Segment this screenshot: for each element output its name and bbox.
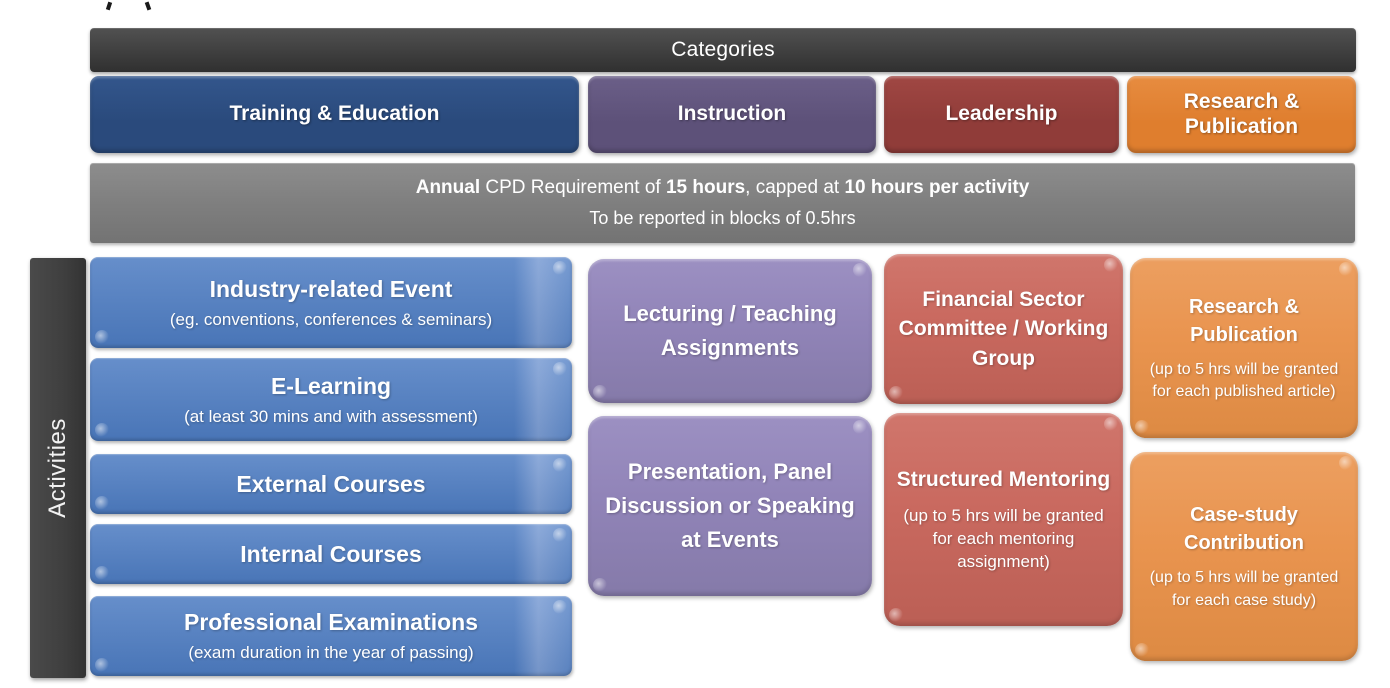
requirement-hours: 15 hours	[665, 177, 746, 199]
categories-header-bar: Categories	[90, 28, 1356, 72]
categories-title: Categories	[671, 38, 775, 61]
activity-case-study-contribution: Case-study Contribution (up to 5 hrs wil…	[1130, 452, 1358, 661]
category-label: Leadership	[945, 102, 1058, 126]
activity-title: Presentation, Panel Discussion or Speaki…	[605, 458, 855, 553]
activity-industry-related-event: Industry-related Event (eg. conventions,…	[90, 257, 572, 348]
activity-research-publication: Research & Publication (up to 5 hrs will…	[1130, 258, 1358, 438]
category-leadership: Leadership	[884, 76, 1119, 153]
activity-note: (eg. conventions, conferences & seminars…	[169, 309, 493, 329]
activity-note: (exam duration in the year of passing)	[188, 643, 474, 662]
activity-financial-sector-committee: Financial Sector Committee / Working Gro…	[884, 254, 1123, 404]
activity-title: Case-study Contribution	[1184, 504, 1304, 555]
activity-presentation-panel-speaking: Presentation, Panel Discussion or Speaki…	[588, 416, 872, 596]
activity-internal-courses: Internal Courses	[90, 524, 572, 584]
activity-title: External Courses	[236, 470, 426, 497]
activity-title: Structured Mentoring	[896, 468, 1111, 492]
activity-title: Industry-related Event	[209, 275, 453, 302]
requirement-line2: To be reported in blocks of 0.5hrs	[589, 207, 856, 228]
category-training-education: Training & Education	[90, 76, 579, 153]
activity-structured-mentoring: Structured Mentoring (up to 5 hrs will b…	[884, 413, 1123, 626]
requirement-text: CPD Requirement of	[480, 177, 666, 199]
activity-title: Lecturing / Teaching Assignments	[623, 300, 837, 360]
activities-label: Activities	[44, 418, 71, 518]
activity-title: Professional Examinations	[184, 609, 478, 635]
activity-professional-examinations: Professional Examinations (exam duration…	[90, 596, 572, 676]
activity-note: (up to 5 hrs will be granted for each me…	[903, 505, 1104, 571]
activity-lecturing-teaching: Lecturing / Teaching Assignments	[588, 259, 872, 403]
category-research-publication: Research & Publication	[1127, 76, 1356, 153]
requirement-annual: Annual	[415, 177, 481, 199]
category-label: Instruction	[677, 102, 787, 126]
activity-title: E-Learning	[270, 372, 392, 399]
requirement-bar: Annual CPD Requirement of 15 hours, capp…	[90, 163, 1355, 243]
activity-e-learning: E-Learning (at least 30 mins and with as…	[90, 358, 572, 441]
requirement-cap: 10 hours per activity	[844, 177, 1030, 199]
activity-title: Financial Sector Committee / Working Gro…	[898, 287, 1109, 370]
category-instruction: Instruction	[588, 76, 876, 153]
activities-sidebar: Activities	[30, 258, 86, 678]
activity-external-courses: External Courses	[90, 454, 572, 514]
requirement-line1: Annual CPD Requirement of 15 hours, capp…	[416, 173, 1030, 203]
category-label: Training & Education	[229, 102, 440, 126]
activity-title: Research & Publication	[1188, 295, 1300, 346]
activity-note: (up to 5 hrs will be granted for each pu…	[1149, 360, 1339, 400]
activity-note: (at least 30 mins and with assessment)	[184, 406, 478, 426]
category-label: Research & Publication	[1183, 90, 1300, 138]
requirement-text: , capped at	[745, 177, 845, 199]
activity-note: (up to 5 hrs will be granted for each ca…	[1149, 569, 1339, 609]
activity-title: Internal Courses	[240, 540, 422, 567]
